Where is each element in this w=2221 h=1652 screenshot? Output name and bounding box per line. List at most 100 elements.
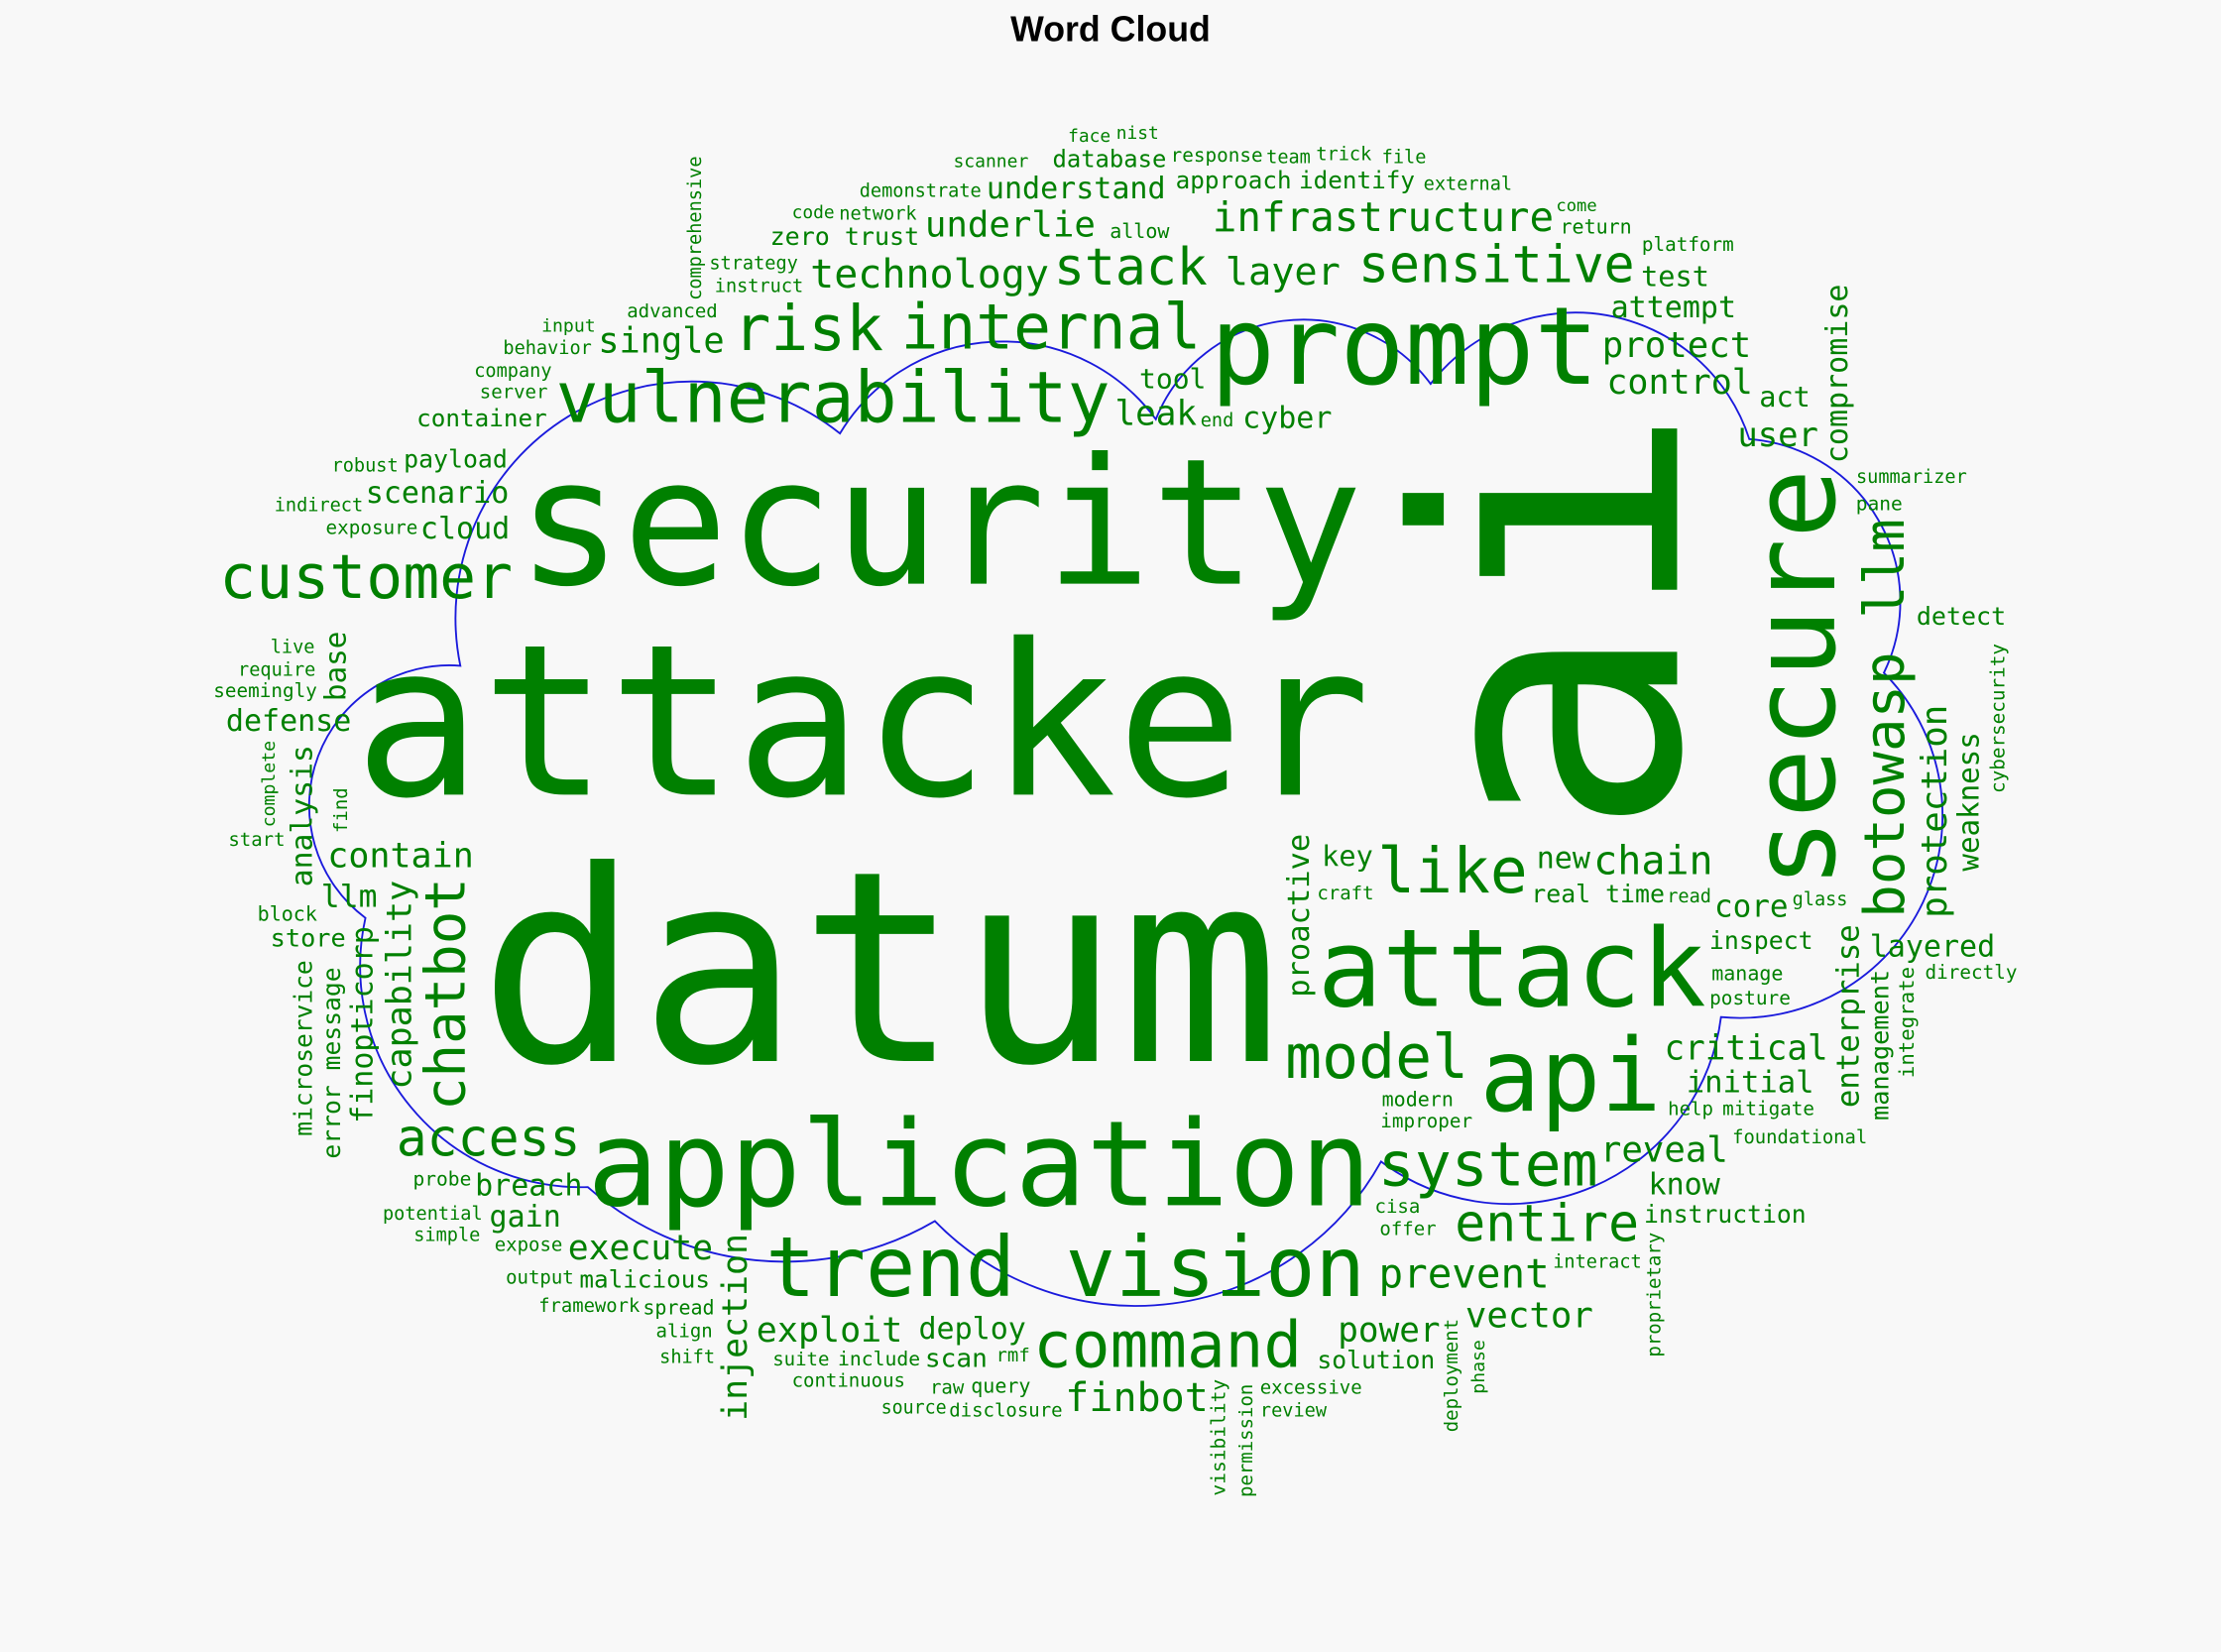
word: access (396, 1111, 581, 1170)
word: comprehensive (685, 156, 707, 300)
word: test (1641, 259, 1709, 294)
word: scenario (365, 476, 510, 511)
word: finopticorp (345, 926, 380, 1124)
word: advanced (627, 300, 718, 323)
word: chatbot (414, 878, 479, 1112)
word: application (587, 1095, 1372, 1235)
word: management (1867, 969, 1896, 1121)
word: output (506, 1267, 574, 1289)
word: modern (1381, 1089, 1454, 1113)
word: server (479, 382, 548, 404)
word: expose (494, 1235, 563, 1257)
chart-title: Word Cloud (1010, 9, 1211, 50)
word: permission (1235, 1382, 1258, 1497)
word: know (1648, 1167, 1720, 1202)
word: container (416, 405, 547, 433)
word: integrate (1897, 967, 1921, 1079)
word: core (1713, 889, 1789, 926)
word: come (1556, 194, 1597, 215)
word: ai (1343, 404, 1764, 839)
word: api (1479, 1016, 1662, 1135)
word: customer (219, 542, 514, 614)
word: align (655, 1322, 713, 1344)
word: help (1668, 1099, 1713, 1121)
word: malicious (579, 1266, 710, 1296)
word: zero trust (769, 224, 920, 253)
word: potential (383, 1204, 483, 1227)
word: compromise (1819, 284, 1854, 463)
word: response (1170, 144, 1263, 168)
word: glass (1792, 888, 1848, 910)
word: store (270, 924, 346, 954)
word: underlie (924, 202, 1096, 245)
word: act (1759, 379, 1811, 414)
word: find (330, 787, 353, 834)
word: attacker (354, 600, 1371, 846)
word: raw (929, 1377, 965, 1399)
word: mitigate (1722, 1097, 1815, 1121)
word: solution (1317, 1347, 1436, 1376)
word: sensitive (1357, 236, 1635, 295)
word: stack (1053, 239, 1208, 298)
word: risk (733, 293, 883, 365)
word: visibility (1208, 1378, 1231, 1496)
word: datum (478, 814, 1281, 1125)
word: behavior (503, 338, 592, 361)
word: continuous (791, 1371, 905, 1393)
word: complete (257, 740, 279, 827)
word: microservice (290, 959, 319, 1136)
word: suite (772, 1349, 830, 1371)
word: robust (331, 455, 399, 478)
word: infrastructure (1212, 192, 1555, 242)
word: trick (1316, 145, 1372, 167)
word: block (257, 903, 317, 927)
word: company (474, 361, 552, 383)
word: file (1381, 147, 1427, 170)
word: attempt (1610, 291, 1737, 325)
word: summarizer (1855, 466, 1967, 489)
word: finbot (1065, 1374, 1209, 1422)
word: proactive (1281, 833, 1318, 998)
cloud-shape (307, 311, 1944, 1307)
word: cybersecurity (1986, 644, 2010, 793)
word: prompt (1210, 284, 1599, 411)
word: leak (1114, 394, 1198, 434)
word: system (1377, 1129, 1598, 1201)
word: vulnerability (555, 357, 1110, 440)
word: real time (1531, 881, 1665, 910)
word: reveal (1599, 1128, 1728, 1170)
word: cloud (419, 511, 511, 545)
word: capability (378, 880, 419, 1090)
word: instruction (1644, 1201, 1807, 1230)
word: protection (1913, 704, 1955, 918)
word: offer (1379, 1219, 1437, 1241)
word: query (971, 1375, 1031, 1399)
word: key (1322, 838, 1373, 873)
word: return (1560, 216, 1632, 240)
word: vector (1464, 1295, 1593, 1337)
word: strategy (709, 254, 798, 276)
word: approach (1175, 167, 1292, 196)
word: manage (1711, 963, 1784, 987)
word: live (270, 637, 315, 658)
word: directly (1925, 962, 2018, 986)
word: team (1266, 147, 1311, 170)
word: defense (225, 704, 352, 739)
word: end (1200, 410, 1234, 432)
word: scanner (953, 151, 1029, 173)
word: internal (900, 292, 1202, 364)
word: proprietary (1644, 1232, 1667, 1357)
word: disclosure (949, 1401, 1063, 1423)
word: detect (1916, 603, 2007, 633)
word: instruct (714, 275, 804, 297)
word: posture (1709, 987, 1791, 1009)
word: deployment (1442, 1318, 1463, 1433)
word: like (1377, 835, 1528, 908)
word: initial (1686, 1065, 1814, 1101)
word: injection (713, 1234, 755, 1422)
word: seemingly (213, 679, 317, 703)
word: network (839, 204, 917, 226)
word: review (1259, 1401, 1328, 1423)
